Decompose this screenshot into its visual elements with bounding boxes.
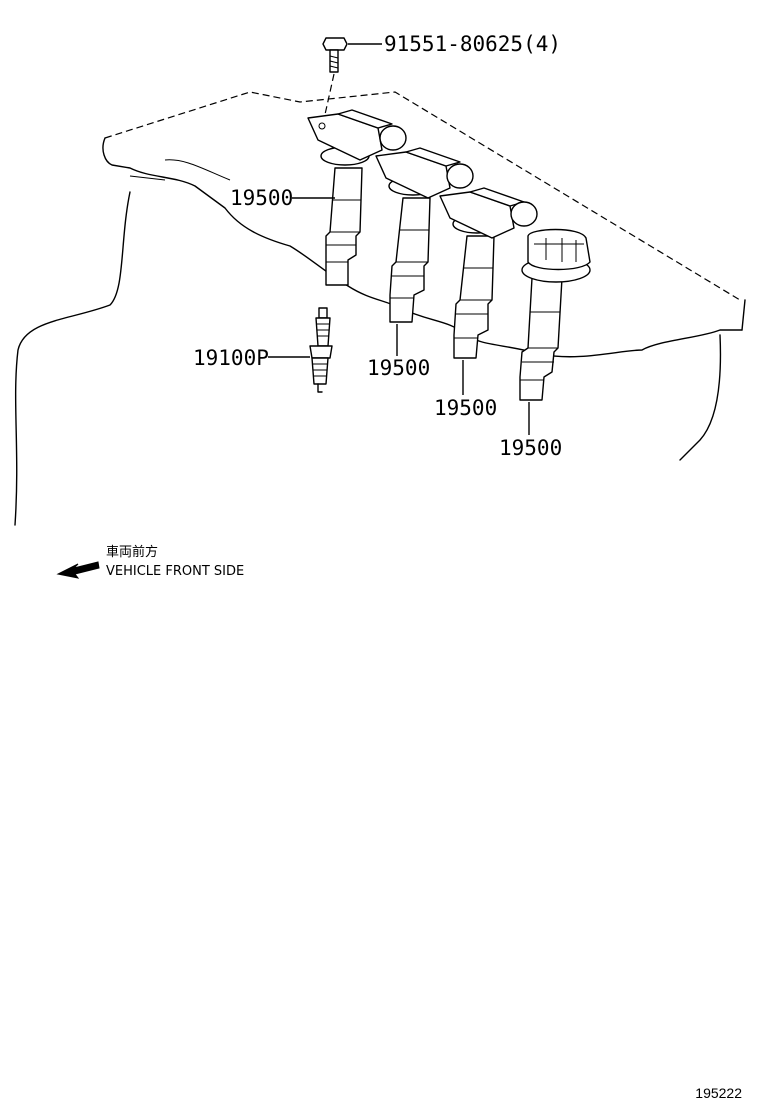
ignition-coil-1 <box>307 109 407 286</box>
coil-1-callout-label: 19500 <box>230 186 293 210</box>
ignition-coil-3 <box>439 187 538 359</box>
spark-plug-callout-label: 19100P <box>193 346 269 370</box>
spark-plug-part <box>309 307 333 393</box>
coil-4-callout-label: 19500 <box>499 436 562 460</box>
direction-note-english: VEHICLE FRONT SIDE <box>106 564 244 579</box>
vehicle-front-arrow-icon <box>56 561 100 579</box>
engine-head-outline <box>14 91 746 526</box>
coil-3-callout-label: 19500 <box>434 396 497 420</box>
direction-note-japanese: 車両前方 <box>106 544 158 560</box>
figure-number: 195222 <box>695 1085 742 1101</box>
bolt-callout-label: 91551-80625(4) <box>384 32 561 56</box>
ignition-coil-4 <box>519 228 591 401</box>
ignition-coil-2 <box>375 147 474 323</box>
coil-2-callout-label: 19500 <box>367 356 430 380</box>
